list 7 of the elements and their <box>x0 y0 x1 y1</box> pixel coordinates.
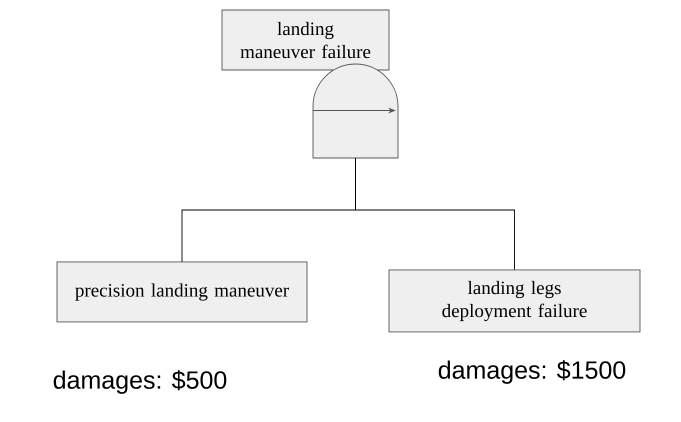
priority-and-gate-drawing <box>312 64 398 158</box>
cost-label: damages: $1500 <box>438 360 626 384</box>
event-box: landing maneuver failure <box>222 10 390 70</box>
event-box: precision landing maneuver <box>56 262 308 322</box>
cost-label: damages: $500 <box>54 370 226 394</box>
connector-line <box>355 158 515 270</box>
event-box: landing legs deployment failure <box>388 270 640 332</box>
